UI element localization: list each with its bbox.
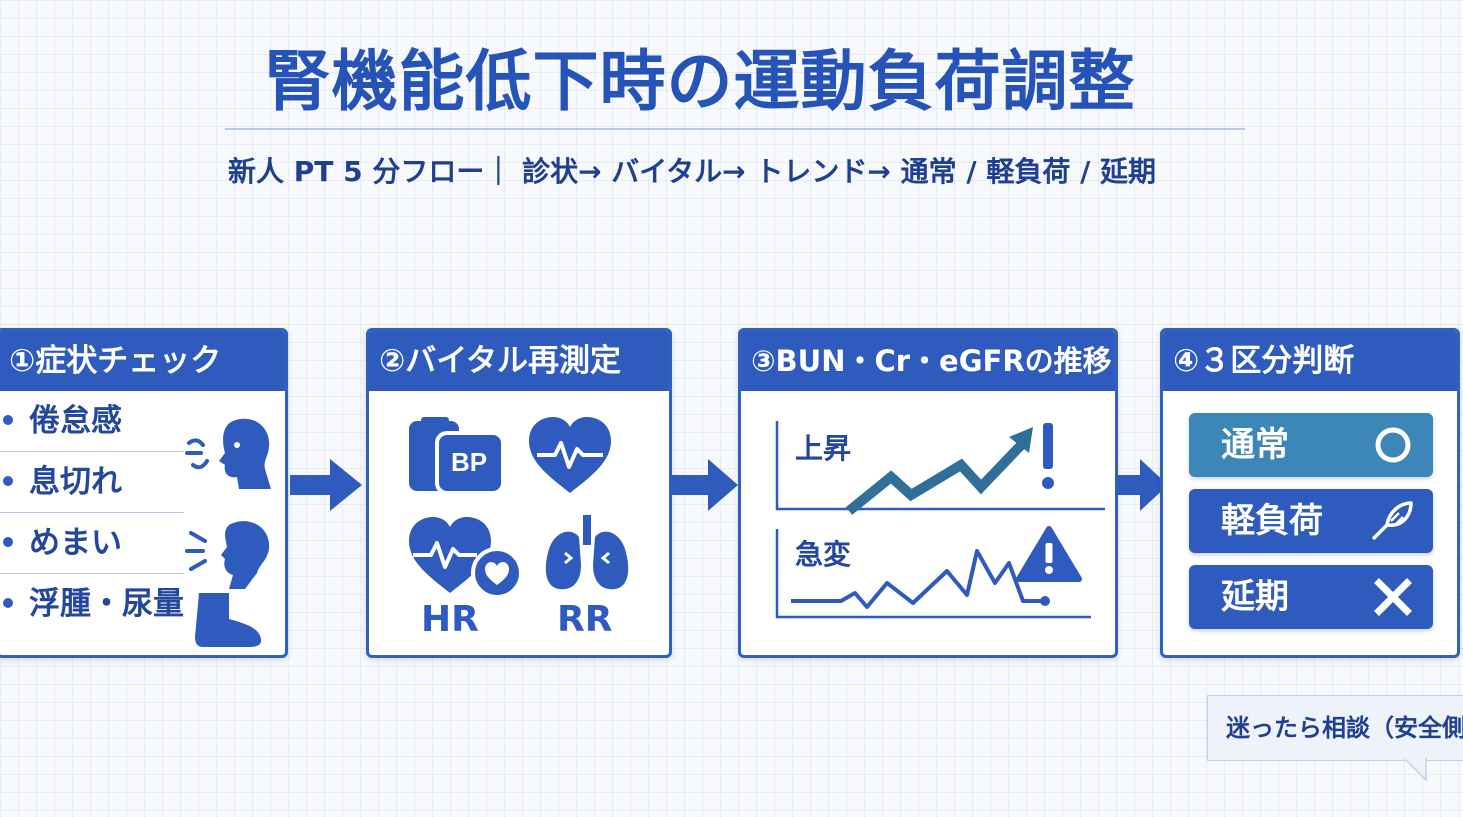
- swollen-foot-icon: [195, 593, 262, 647]
- circle-icon: [1375, 427, 1411, 463]
- consult-note: 迷ったら相談（安全側）: [1207, 695, 1463, 761]
- symptom-list: 倦怠感 息切れ めまい 浮腫・尿量: [0, 391, 184, 634]
- rising-trend-chart: [775, 421, 1105, 515]
- step-symptom-check: ①症状チェック 倦怠感 息切れ めまい 浮腫・尿量: [0, 328, 288, 658]
- rr-label: RR: [557, 599, 613, 640]
- flow-arrow-1: [290, 459, 362, 511]
- dizzy-person-icon: [185, 521, 270, 589]
- svg-text:BP: BP: [451, 447, 487, 477]
- lungs-icon: [545, 515, 629, 590]
- hr-label: HR: [421, 599, 479, 640]
- option-light-load: 軽負荷: [1189, 489, 1433, 553]
- warning-icon: [1016, 526, 1082, 582]
- fatigue-face-icon: [185, 418, 271, 489]
- heart-rate-icon: [409, 517, 523, 597]
- title-divider: [225, 128, 1245, 130]
- bp-monitor-icon: BP: [409, 417, 505, 495]
- step-3-header: ③BUN・Cr・eGFRの推移: [741, 331, 1115, 391]
- cross-icon: [1374, 578, 1412, 616]
- option-normal: 通常: [1189, 413, 1433, 477]
- flow-arrow-3: [1118, 459, 1168, 511]
- symptom-item: 浮腫・尿量: [0, 574, 184, 634]
- sudden-change-chart: [775, 526, 1091, 619]
- note-tail: [1404, 758, 1427, 782]
- option-postpone: 延期: [1189, 565, 1433, 629]
- symptom-item: 息切れ: [0, 452, 184, 513]
- heart-pulse-icon: [529, 417, 611, 493]
- symptom-item: めまい: [0, 513, 184, 574]
- flow-arrow-2: [672, 459, 738, 511]
- trend-rise-label: 上昇: [795, 432, 852, 465]
- symptom-item: 倦怠感: [0, 391, 184, 452]
- step-1-header: ①症状チェック: [0, 331, 285, 391]
- feather-icon: [1371, 501, 1413, 541]
- step-lab-trends: ③BUN・Cr・eGFRの推移 上昇 急変: [738, 328, 1118, 658]
- page-subtitle: 新人 PT 5 分フロー｜ 診状→ バイタル→ トレンド→ 通常 / 軽負荷 /…: [228, 155, 1157, 188]
- exclamation-icon: [1043, 423, 1053, 469]
- step-three-category-decision: ④３区分判断 通常 軽負荷 延期: [1160, 328, 1460, 658]
- step-vitals-remeasure: ②バイタル再測定 BP HR RR: [366, 328, 672, 658]
- trend-sudden-label: 急変: [795, 538, 852, 571]
- step-4-header: ④３区分判断: [1163, 331, 1457, 391]
- page-title: 腎機能低下時の運動負荷調整: [264, 43, 1136, 120]
- step-2-header: ②バイタル再測定: [369, 331, 669, 391]
